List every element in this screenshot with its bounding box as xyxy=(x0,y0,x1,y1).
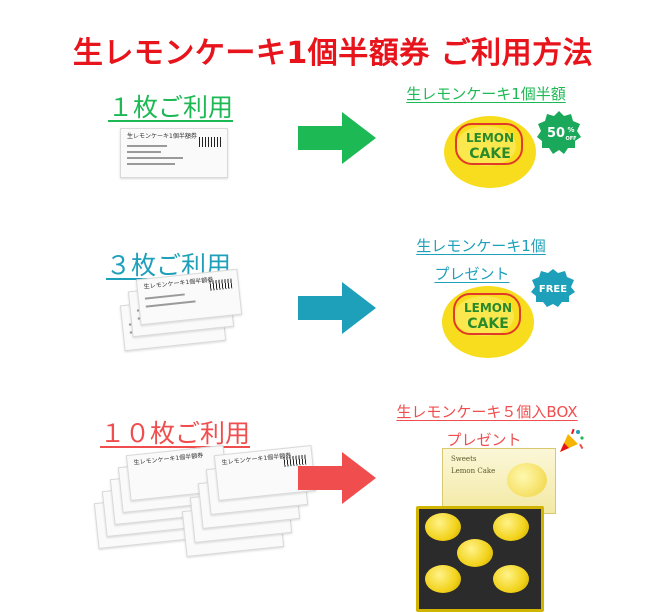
box-lid-text-1: Sweets xyxy=(451,455,477,463)
page-title: 生レモンケーキ1個半額券 ご利用方法 xyxy=(72,36,594,71)
box-lid-text-2: Lemon Cake xyxy=(451,467,496,475)
cake-text-1: LEMON xyxy=(466,131,514,145)
lemon-cake-image: LEMON CAKE xyxy=(442,286,534,358)
cake-text-2: CAKE xyxy=(469,146,511,162)
tier-3-reward-label: 生レモンケーキ５個入BOX プレゼント xyxy=(374,398,600,454)
box-tray xyxy=(416,506,544,612)
reward-line: 生レモンケーキ1個 xyxy=(416,237,546,255)
cake-text-2: CAKE xyxy=(467,316,509,332)
badge-main: 50 xyxy=(547,126,565,141)
ticket: 生レモンケーキ1個半額券 xyxy=(120,128,228,178)
lemon-cake-image: LEMON CAKE xyxy=(444,116,536,188)
barcode-icon xyxy=(199,137,221,147)
ticket-text: 生レモンケーキ1個半額券 xyxy=(133,452,204,467)
ticket-text: 生レモンケーキ1個半額券 xyxy=(127,133,197,140)
ticket-text: 生レモンケーキ1個半額券 xyxy=(221,452,292,467)
free-badge: FREE xyxy=(531,269,575,307)
tier-1-reward-label: 生レモンケーキ1個半額 xyxy=(388,80,584,108)
discount-badge: 50 % OFF xyxy=(537,111,581,154)
barcode-icon xyxy=(209,278,233,291)
tier-3-use-label: １０枚ご利用 xyxy=(100,419,251,448)
reward-line: プレゼント xyxy=(446,431,522,449)
tier-2-reward-label: 生レモンケーキ1個 プレゼント xyxy=(386,232,576,288)
badge-main: FREE xyxy=(539,284,567,295)
right-arrow-icon xyxy=(298,112,376,164)
cake-text-1: LEMON xyxy=(464,301,512,315)
box-lid: Sweets Lemon Cake xyxy=(442,448,556,514)
reward-line: 生レモンケーキ５個入BOX xyxy=(396,403,578,421)
tier-1-use-label: １枚ご利用 xyxy=(108,93,234,122)
reward-line: 生レモンケーキ1個半額 xyxy=(406,85,566,103)
right-arrow-icon xyxy=(298,282,376,334)
lemon-cake-box-image: Sweets Lemon Cake xyxy=(416,448,586,612)
ticket-text: 生レモンケーキ1個半額券 xyxy=(143,276,214,291)
badge-unit: % xyxy=(567,126,574,134)
reward-line: プレゼント xyxy=(434,265,510,283)
party-popper-icon xyxy=(560,428,584,452)
badge-sub: OFF xyxy=(565,136,576,142)
right-arrow-icon xyxy=(298,452,376,504)
